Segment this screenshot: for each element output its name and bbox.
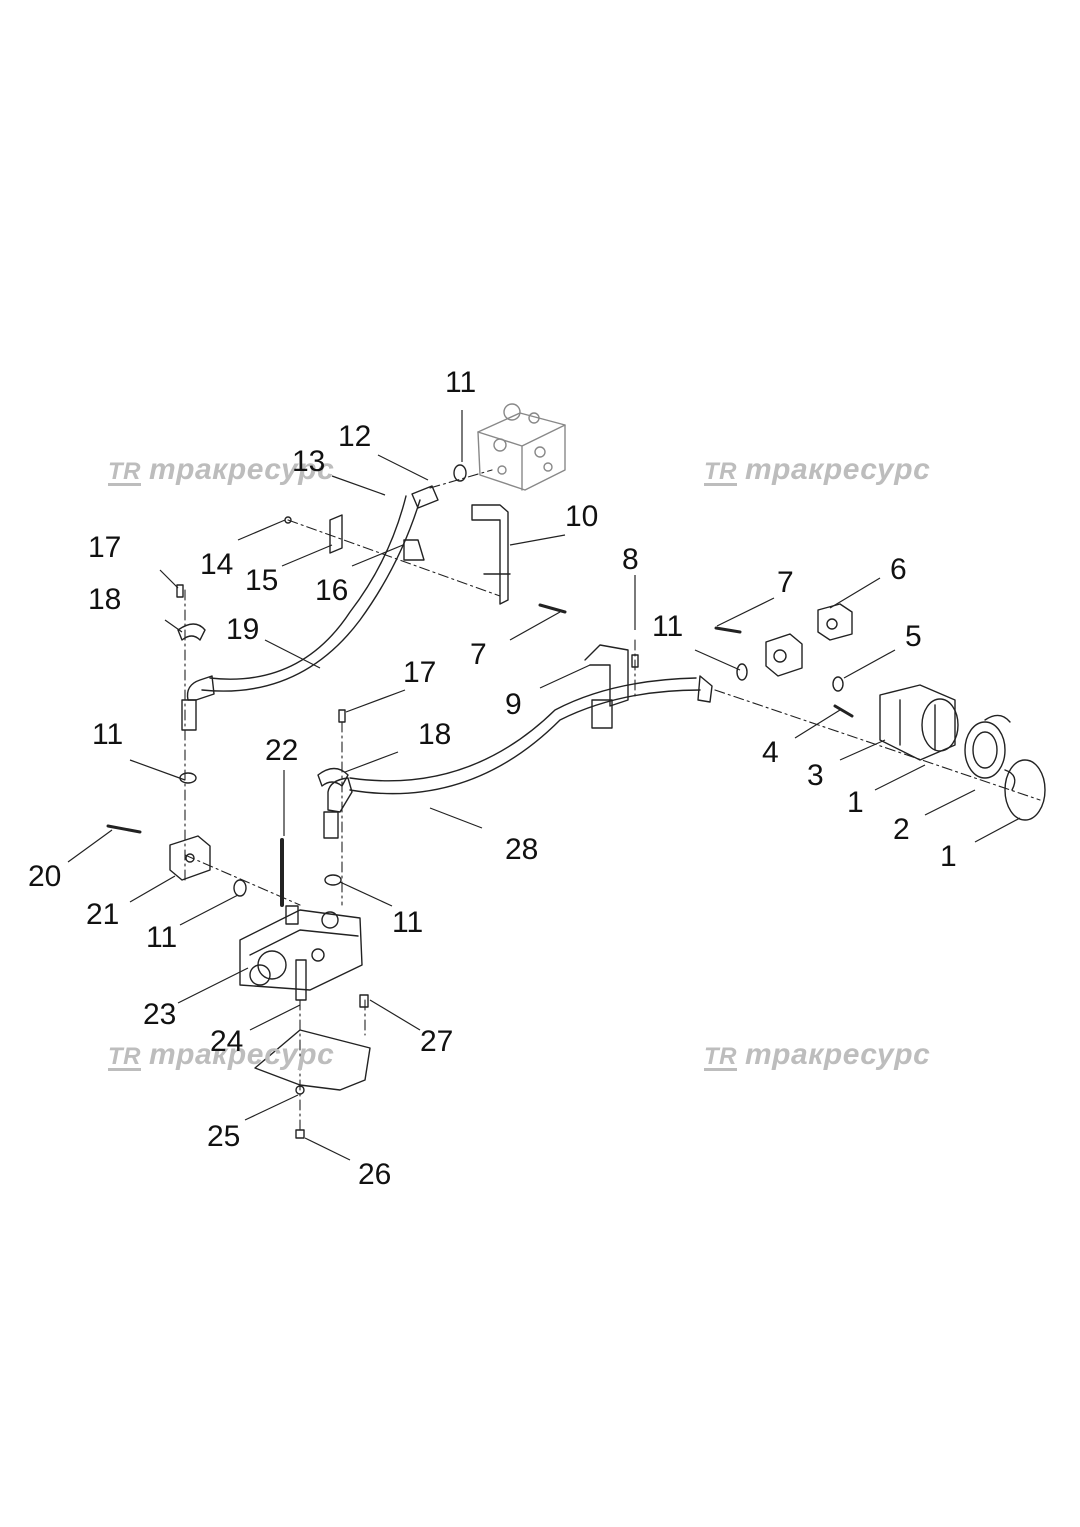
watermark-text: тракресурс xyxy=(745,453,931,486)
callout-22: 22 xyxy=(265,734,299,767)
callout-18: 18 xyxy=(88,583,122,616)
callout-9: 9 xyxy=(505,688,522,721)
control-valve-23 xyxy=(239,905,363,1001)
callout-17: 17 xyxy=(88,531,122,564)
callout-27: 27 xyxy=(420,1025,454,1058)
callout-10: 10 xyxy=(565,500,599,533)
leader-lines xyxy=(67,410,1021,1161)
watermark-text: тракресурс xyxy=(149,453,335,486)
callout-11: 11 xyxy=(445,366,477,399)
callout-16: 16 xyxy=(315,574,349,607)
callout-12: 12 xyxy=(338,420,372,453)
valve-block-top xyxy=(477,403,566,491)
callout-13: 13 xyxy=(292,445,326,478)
hose-19 xyxy=(181,485,439,731)
callout-1: 1 xyxy=(847,786,864,819)
callout-14: 14 xyxy=(200,548,234,581)
callout-4: 4 xyxy=(762,736,779,769)
watermark-logo: TR xyxy=(704,458,737,486)
hose-28 xyxy=(323,675,713,839)
watermark-logo: TR xyxy=(704,1043,737,1071)
watermark-text: тракресурс xyxy=(745,1038,931,1071)
callout-28: 28 xyxy=(505,833,539,866)
callout-3: 3 xyxy=(807,759,824,792)
callout-5: 5 xyxy=(905,620,922,653)
callout-11: 11 xyxy=(392,906,424,939)
watermark: TR тракресурс xyxy=(108,453,334,487)
watermark: TR тракресурс xyxy=(108,1038,334,1072)
housing-3 xyxy=(879,684,956,761)
base-plate xyxy=(254,994,371,1139)
callout-1: 1 xyxy=(940,840,957,873)
callout-18: 18 xyxy=(418,718,452,751)
watermark-logo: TR xyxy=(108,458,141,486)
callout-19: 19 xyxy=(226,613,260,646)
callout-7: 7 xyxy=(777,566,794,599)
callout-8: 8 xyxy=(622,543,639,576)
clamp-18 xyxy=(177,623,349,787)
callout-21: 21 xyxy=(86,898,120,931)
bracket-9 xyxy=(584,644,629,729)
watermark-logo: TR xyxy=(108,1043,141,1071)
callout-15: 15 xyxy=(245,564,279,597)
bracket-10 xyxy=(471,504,511,605)
callout-23: 23 xyxy=(143,998,177,1031)
callout-24: 24 xyxy=(210,1025,244,1058)
callout-17: 17 xyxy=(403,656,437,689)
gasket-1 xyxy=(921,698,1046,821)
flange-2 xyxy=(964,714,1016,791)
callout-11: 11 xyxy=(92,718,124,751)
o-ring-5 xyxy=(832,676,844,692)
callout-20: 20 xyxy=(28,860,62,893)
bolt-7 xyxy=(538,603,742,634)
callout-11: 11 xyxy=(146,921,178,954)
callout-11: 11 xyxy=(652,610,684,643)
bracket-15 xyxy=(284,514,343,554)
watermark: TR тракресурс xyxy=(704,453,930,487)
watermark: TR тракресурс xyxy=(704,1038,930,1072)
callout-2: 2 xyxy=(893,813,910,846)
assembly-axis-lines xyxy=(184,469,1041,1131)
watermark-text: тракресурс xyxy=(149,1038,335,1071)
callout-6: 6 xyxy=(890,553,907,586)
screw-17 xyxy=(176,584,639,723)
adapter-6 xyxy=(765,603,853,677)
block-21 xyxy=(106,824,211,881)
callout-25: 25 xyxy=(207,1120,241,1153)
callout-26: 26 xyxy=(358,1158,392,1191)
bolt-4 xyxy=(833,704,854,718)
callout-7: 7 xyxy=(470,638,487,671)
